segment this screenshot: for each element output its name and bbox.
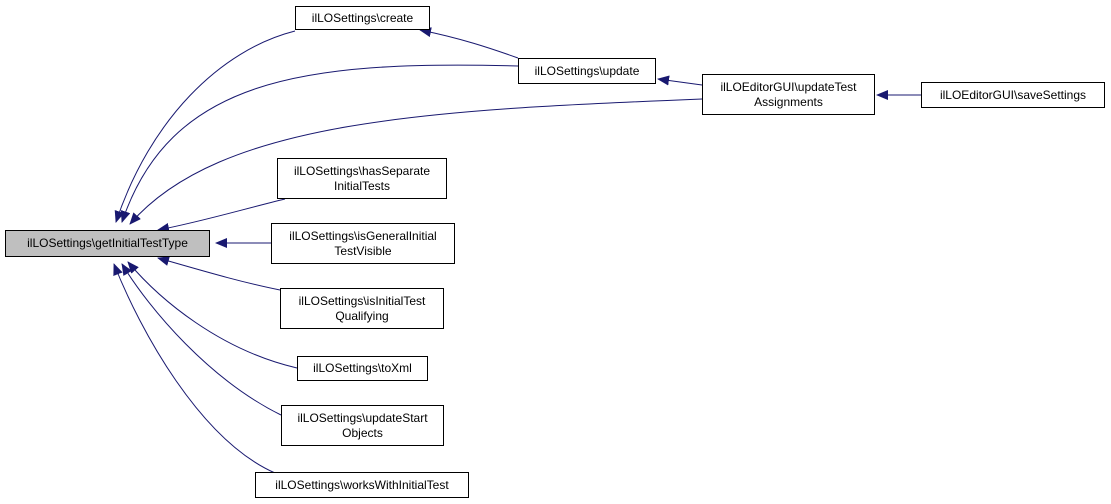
node-label-line-1: ilLOSettings\updateStart bbox=[297, 410, 428, 425]
node-label-line-2: TestVisible bbox=[334, 243, 392, 258]
edge-update-start-to-root bbox=[121, 263, 282, 416]
edge-to-xml-to-root bbox=[127, 261, 298, 369]
node-label: ilLOSettings\toXml bbox=[313, 361, 412, 375]
node-settings-has-separate-initial-tests[interactable]: ilLOSettings\hasSeparate InitialTests bbox=[277, 158, 447, 199]
node-settings-is-initial-test-qualifying[interactable]: ilLOSettings\isInitialTest Qualifying bbox=[280, 288, 444, 329]
node-settings-to-xml[interactable]: ilLOSettings\toXml bbox=[297, 356, 428, 381]
node-label: ilLOEditorGUI\saveSettings bbox=[939, 87, 1087, 102]
node-label-line-2: Assignments bbox=[754, 94, 823, 109]
edge-works-with-to-root bbox=[113, 263, 276, 474]
node-label-line-2: Qualifying bbox=[335, 308, 389, 323]
node-label-line-2: InitialTests bbox=[333, 178, 391, 193]
node-settings-create[interactable]: ilLOSettings\create bbox=[295, 6, 430, 30]
node-settings-update-start-objects[interactable]: ilLOSettings\updateStart Objects bbox=[281, 405, 444, 446]
node-label: ilLOSettings\worksWithInitialTest bbox=[275, 477, 449, 492]
node-editor-save-settings[interactable]: ilLOEditorGUI\saveSettings bbox=[921, 82, 1105, 108]
node-get-initial-test-type: ilLOSettings\getInitialTestType bbox=[5, 230, 210, 257]
node-label: ilLOSettings\update bbox=[534, 63, 640, 78]
edge-is-initial-to-root bbox=[157, 256, 281, 291]
edge-update-to-create bbox=[419, 27, 519, 59]
node-label: ilLOSettings\getInitialTestType bbox=[27, 236, 188, 250]
node-editor-update-test-assignments[interactable]: ilLOEditorGUI\updateTest Assignments bbox=[702, 74, 875, 115]
node-label-line-1: ilLOSettings\hasSeparate bbox=[293, 163, 431, 178]
edge-editor-to-root bbox=[129, 98, 703, 225]
node-label-line-1: ilLOSettings\isInitialTest bbox=[298, 293, 426, 308]
node-settings-works-with-initial-test[interactable]: ilLOSettings\worksWithInitialTest bbox=[255, 472, 469, 498]
edge-editor-to-update bbox=[657, 75, 703, 86]
edge-has-separate-to-root bbox=[157, 198, 286, 233]
node-settings-is-general-initial-test-visible[interactable]: ilLOSettings\isGeneralInitial TestVisibl… bbox=[271, 223, 455, 264]
node-label-line-1: ilLOEditorGUI\updateTest bbox=[720, 79, 857, 94]
node-label-line-1: ilLOSettings\isGeneralInitial bbox=[289, 228, 437, 243]
edge-update-to-root bbox=[120, 64, 519, 223]
node-settings-update[interactable]: ilLOSettings\update bbox=[518, 58, 656, 84]
node-label-line-2: Objects bbox=[342, 425, 383, 440]
edge-create-to-root bbox=[114, 30, 296, 223]
node-label: ilLOSettings\create bbox=[311, 10, 414, 25]
